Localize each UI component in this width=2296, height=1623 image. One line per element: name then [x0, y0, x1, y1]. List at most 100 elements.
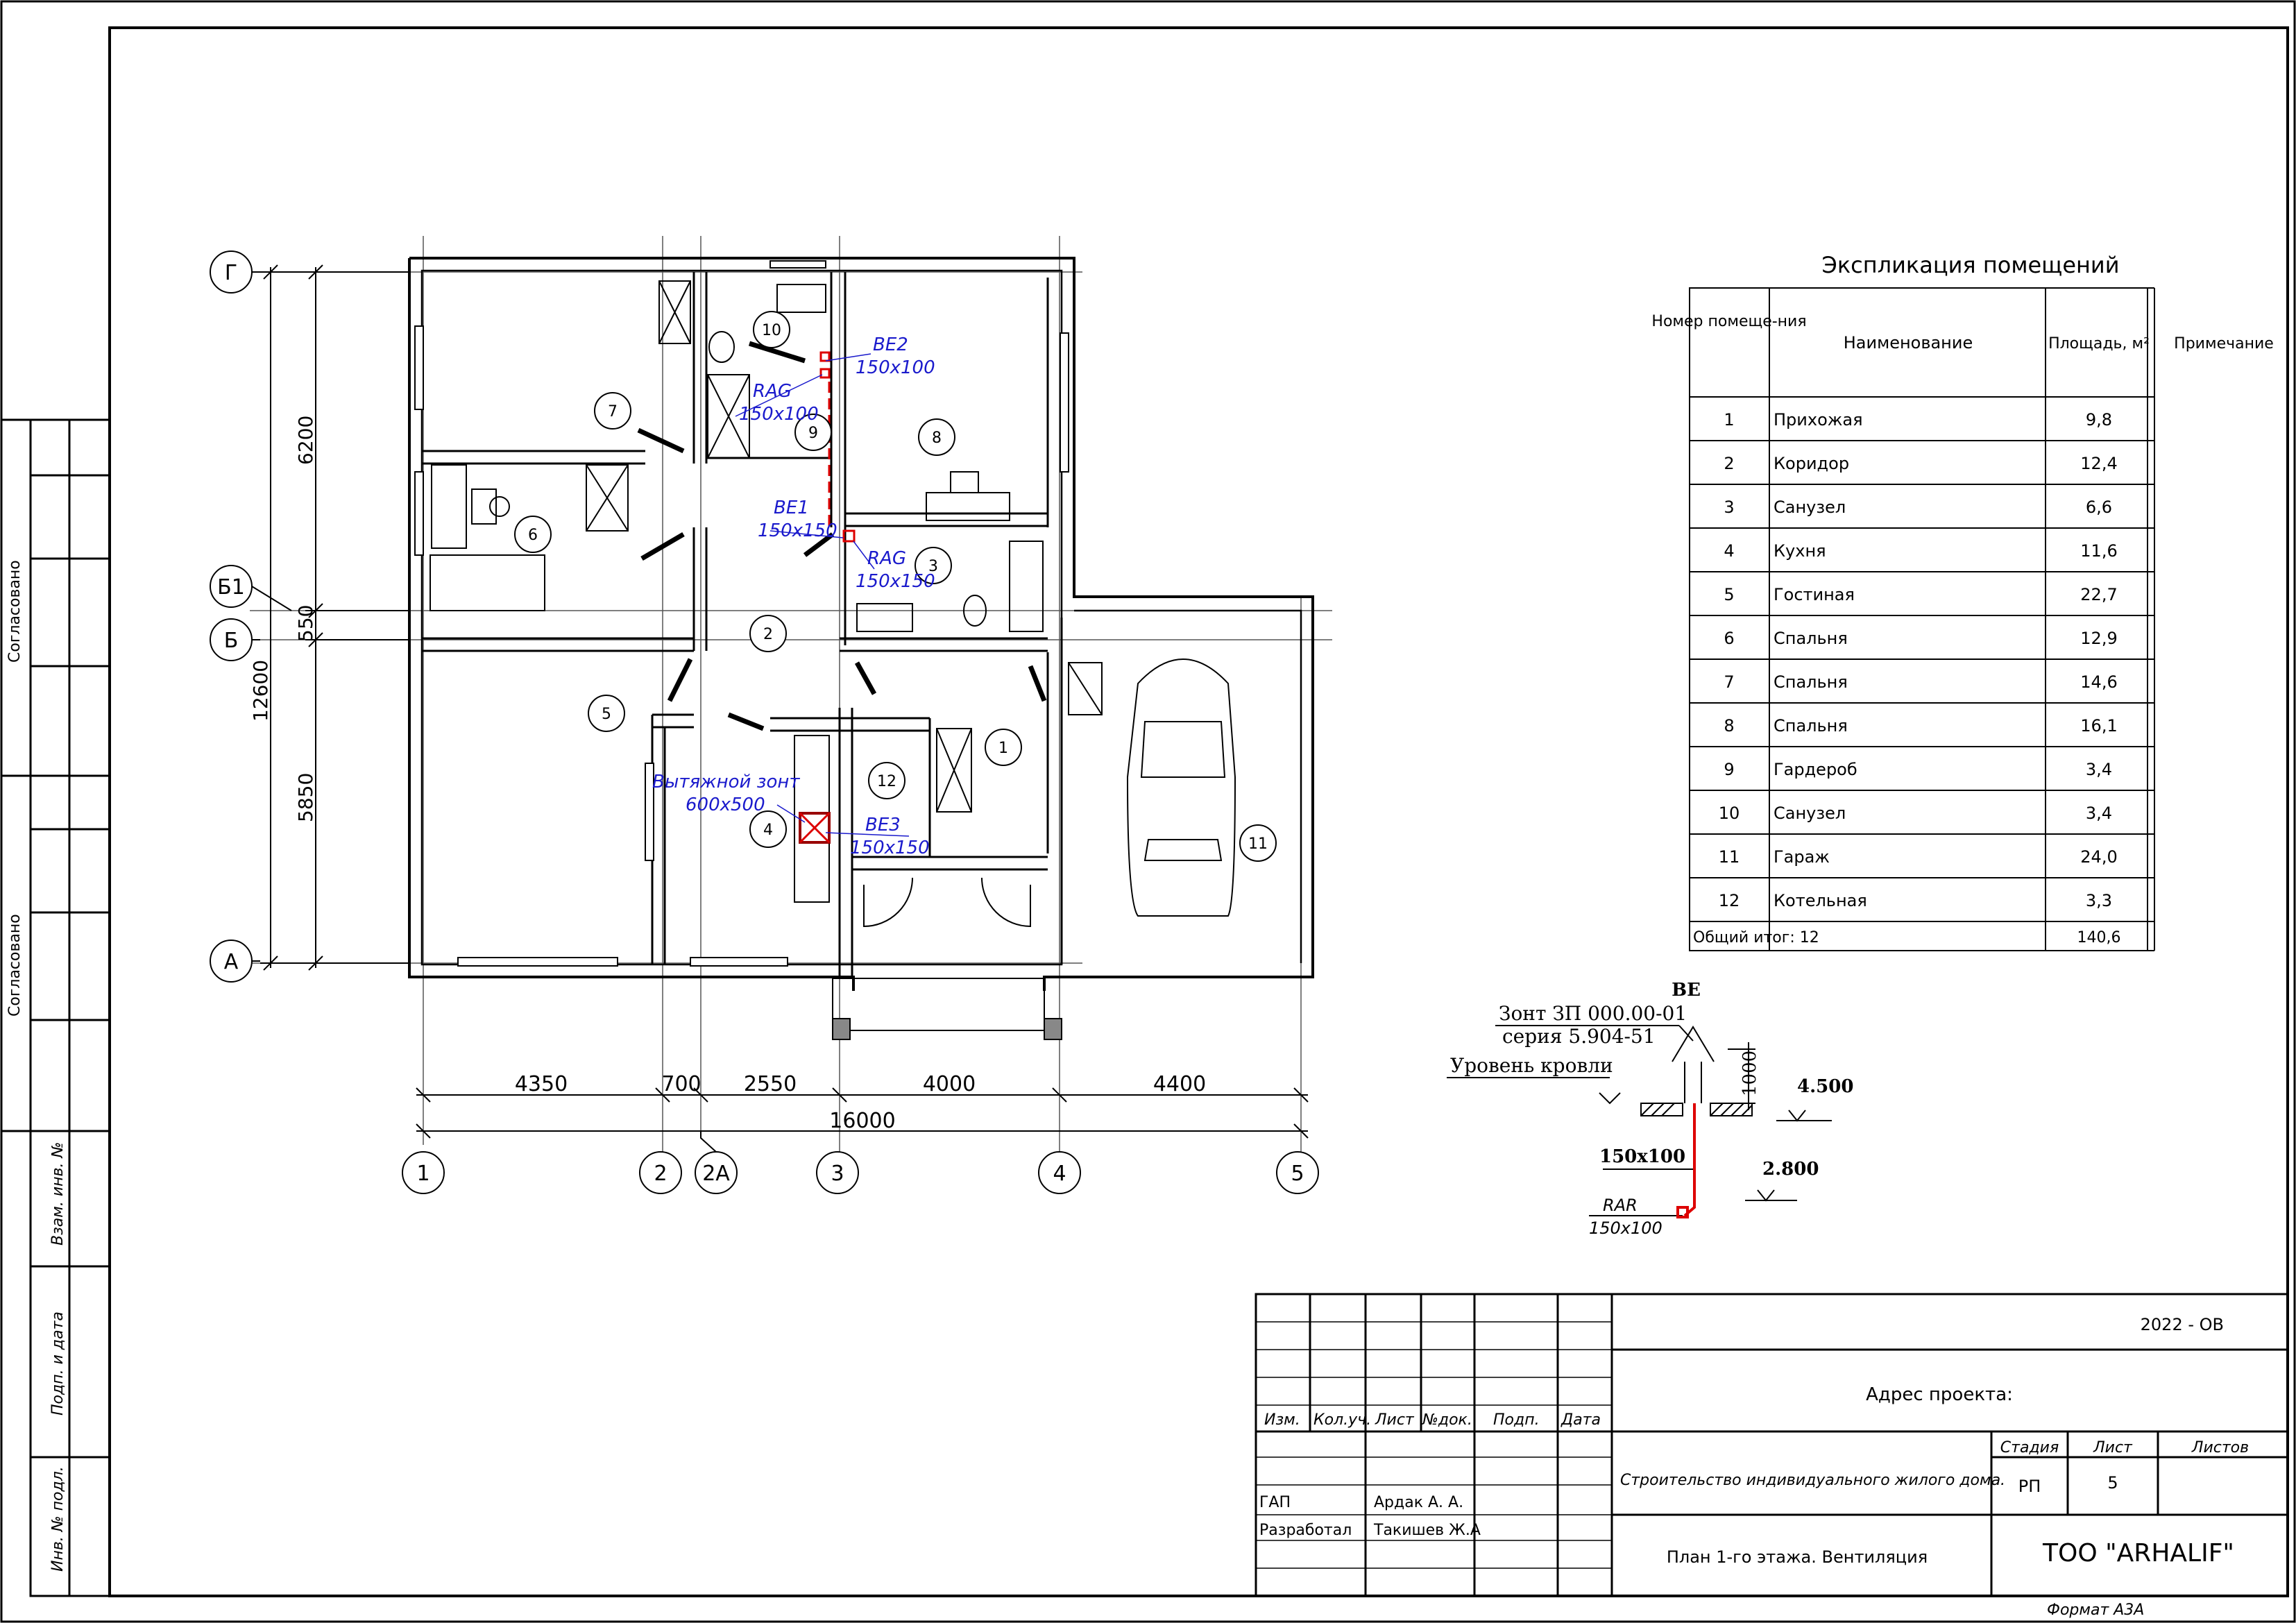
detail-series: серия 5.904-51: [1502, 1025, 1656, 1048]
row-7-name: Спальня: [1774, 672, 1848, 692]
stamp-sheets-label: Листов: [2191, 1439, 2249, 1456]
row-6-area: 12,9: [2080, 629, 2117, 648]
agreed-label-2: Согласовано: [6, 914, 24, 1017]
row-2-number: 2: [1724, 454, 1734, 473]
riser-detail: ВЕ Зонт ЗП 000.00-01 серия 5.904-51 Уров…: [1447, 980, 1853, 1238]
stamp-sheet-label: Лист: [2093, 1439, 2133, 1456]
floor-plan: 1 2 3 4 5 6 7 8 9 10 11 12 ВЕ2 150х100 R…: [210, 236, 1332, 1194]
stamp-company: ТОО "ARHALIF": [2042, 1539, 2234, 1567]
row-7-area: 14,6: [2080, 672, 2117, 692]
stamp-sheet: 5: [2107, 1473, 2118, 1493]
axis-col-5: 5: [1291, 1162, 1304, 1186]
row-8-name: Спальня: [1774, 716, 1848, 736]
vent-hood-name: Вытяжной зонт: [652, 772, 800, 792]
dim-total-horizontal: 16000: [829, 1109, 895, 1133]
total-label: Общий итог: 12: [1693, 929, 1819, 946]
title-block: 2022 - ОВ Адрес проекта: Изм. Кол.уч. Ли…: [1255, 1293, 2289, 1597]
vent-be3-size: 150х150: [850, 838, 930, 858]
room-number-11: 11: [1248, 835, 1268, 853]
dim-span-5: 4400: [1153, 1072, 1206, 1096]
axis-col-2a: 2А: [702, 1162, 730, 1186]
room-number-12: 12: [877, 773, 896, 790]
row-4-area: 11,6: [2080, 541, 2117, 561]
stamp-drawing: План 1-го этажа. Вентиляция: [1667, 1547, 1928, 1567]
row-10-number: 10: [1719, 804, 1740, 823]
vent-be1-size: 150х150: [758, 520, 837, 541]
row-10-area: 3,4: [2086, 804, 2112, 823]
dim-span-4: 4000: [923, 1072, 976, 1096]
detail-title: ВЕ: [1672, 980, 1701, 1001]
detail-duct-size: 150х100: [1599, 1146, 1685, 1167]
detail-grille: RAR: [1603, 1196, 1638, 1215]
room-number-4: 4: [763, 822, 773, 839]
inv-orig-label: Инв. № подл.: [49, 1466, 67, 1572]
axis-row-b1: Б1: [217, 575, 245, 600]
row-1-number: 1: [1724, 410, 1734, 430]
row-12-area: 3,3: [2086, 891, 2112, 910]
dim-middle-vertical: 550: [294, 605, 317, 642]
dim-lower-vertical: 5850: [294, 773, 317, 822]
row-1-area: 9,8: [2086, 410, 2112, 430]
row-11-number: 11: [1719, 847, 1740, 867]
room-number-5: 5: [602, 706, 611, 723]
row-3-area: 6,6: [2086, 498, 2112, 517]
stamp-col-izm: Изм.: [1264, 1411, 1300, 1429]
agreed-label-1: Согласовано: [6, 560, 24, 663]
room-number-8: 8: [932, 430, 942, 447]
room-number-10: 10: [762, 322, 781, 339]
vent-be2-name: ВЕ2: [873, 334, 908, 355]
row-5-name: Гостиная: [1774, 585, 1855, 604]
stamp-col-kolych: Кол.уч.: [1313, 1411, 1371, 1429]
detail-grille-size: 150х100: [1589, 1218, 1663, 1238]
stamp-code: 2022 - ОВ: [2141, 1315, 2224, 1334]
vent-be3-name: ВЕ3: [865, 815, 901, 835]
row-3-number: 3: [1724, 498, 1734, 517]
row-8-number: 8: [1724, 716, 1734, 736]
axis-col-4: 4: [1053, 1162, 1066, 1186]
explication-title: Экспликация помещений: [1821, 252, 2119, 278]
detail-roof-level: Уровень кровли: [1450, 1054, 1613, 1077]
stamp-stage-label: Стадия: [2000, 1439, 2059, 1456]
axis-col-2: 2: [654, 1162, 667, 1186]
stamp-col-podp: Подп.: [1493, 1411, 1540, 1429]
row-11-name: Гараж: [1774, 847, 1830, 867]
room-number-3: 3: [928, 558, 938, 575]
stamp-address: Адрес проекта:: [1866, 1384, 2013, 1405]
header-area: Площадь, м²: [2048, 335, 2150, 352]
stamp-gap-label: ГАП: [1259, 1494, 1291, 1511]
side-strip: [0, 418, 111, 1597]
dim-total-vertical: 12600: [249, 660, 272, 722]
row-7-number: 7: [1724, 672, 1734, 692]
axis-col-3: 3: [831, 1162, 844, 1186]
stamp-stage: РП: [2018, 1477, 2041, 1496]
row-9-number: 9: [1724, 760, 1734, 779]
row-6-name: Спальня: [1774, 629, 1848, 648]
stamp-col-list: Лист: [1375, 1411, 1415, 1429]
detail-height: 1000: [1740, 1051, 1760, 1096]
row-2-name: Коридор: [1774, 454, 1849, 473]
stamp-project: Строительство индивидуального жилого дом…: [1620, 1472, 2005, 1489]
vent-be1-name: ВЕ1: [774, 498, 809, 518]
room-number-9: 9: [808, 425, 818, 442]
dim-span-2: 700: [661, 1072, 701, 1096]
dim-span-3: 2550: [744, 1072, 797, 1096]
format-label: Формат А3А: [2047, 1601, 2144, 1619]
row-3-name: Санузел: [1774, 498, 1846, 517]
vent-rag1-size: 150х100: [739, 404, 819, 425]
room-number-7: 7: [608, 403, 618, 420]
stamp-col-ndok: №док.: [1422, 1411, 1472, 1429]
row-10-name: Санузел: [1774, 804, 1846, 823]
room-number-6: 6: [528, 527, 538, 544]
stamp-dev-label: Разработал: [1259, 1522, 1352, 1539]
row-8-area: 16,1: [2080, 716, 2117, 736]
row-11-area: 24,0: [2080, 847, 2117, 867]
stamp-gap-name: Ардак А. А.: [1374, 1494, 1463, 1511]
row-6-number: 6: [1724, 629, 1734, 648]
stamp-dev-name: Такишев Ж.А: [1373, 1522, 1481, 1539]
detail-umbrella: Зонт ЗП 000.00-01: [1499, 1002, 1687, 1025]
row-4-name: Кухня: [1774, 541, 1826, 561]
explication-table: Экспликация помещений Номер помеще-ния Н…: [1651, 252, 2274, 951]
room-number-1: 1: [998, 740, 1008, 757]
dim-span-1: 4350: [515, 1072, 568, 1096]
